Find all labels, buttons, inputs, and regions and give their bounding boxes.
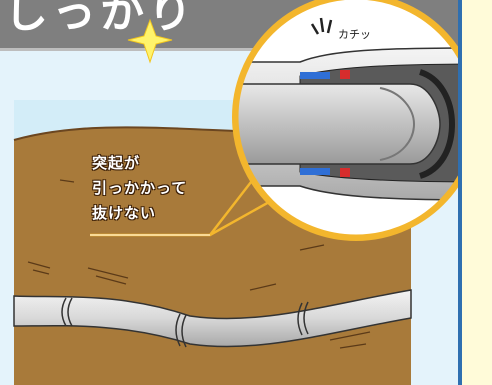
lock-ring-red-bottom — [340, 168, 350, 177]
pipe-illustration — [13, 0, 458, 385]
magnifier-lens — [232, 0, 458, 241]
click-sound-icon — [310, 17, 333, 35]
seal-blue-top — [300, 72, 330, 79]
callout-line-1: 突起が — [92, 155, 141, 172]
side-strip — [462, 0, 492, 385]
callout-line-2: 引っかかって — [92, 180, 188, 197]
header-decorative-text: しっかり — [4, 0, 196, 38]
callout-line-3: 抜けない — [92, 205, 157, 222]
header-stripe — [0, 48, 458, 51]
lock-ring-red-top — [340, 70, 350, 79]
spark-icon — [127, 18, 173, 64]
side-divider-line — [458, 0, 462, 385]
seal-blue-bottom — [300, 168, 330, 175]
buried-pipe — [13, 289, 412, 348]
click-sound-text: カチッ — [338, 29, 371, 41]
